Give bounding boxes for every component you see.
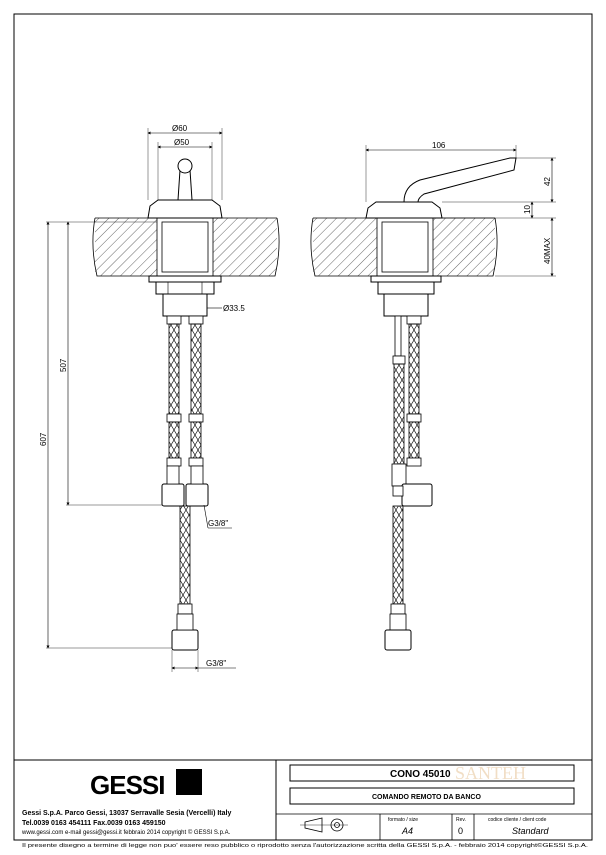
projection-symbol-icon (300, 817, 348, 833)
client-code-label: codice cliente / client code (488, 817, 547, 823)
dim-thread-lower: G3/8" (206, 659, 226, 668)
format-label: formato / size (388, 817, 418, 823)
watermark-text: SANTEH (455, 763, 526, 783)
side-view: 106 42 10 40MAX (310, 141, 556, 651)
format-value: A4 (401, 826, 413, 836)
side-base-flange (365, 201, 443, 219)
dim-lever-length: 106 (432, 141, 446, 150)
front-deck-right (213, 218, 277, 276)
rev-value: 0 (458, 826, 463, 836)
gessi-logo: GESSI (90, 769, 202, 800)
side-lower-hose (392, 505, 404, 605)
product-name: CONO 45010 (390, 769, 451, 780)
front-base-flange (147, 199, 223, 219)
company-web: www.gessi.com e-mail gessi@gessi.it febb… (21, 829, 231, 836)
company-contacts: Tel.0039 0163 454111 Fax.0039 0163 45915… (22, 820, 166, 827)
side-deck-right (433, 218, 495, 276)
client-code-value: Standard (512, 826, 550, 836)
dim-dia-50: Ø50 (174, 138, 190, 147)
front-lower-nut (171, 629, 199, 651)
brand-logo-text: GESSI (90, 770, 164, 800)
front-deck-left (95, 218, 157, 276)
company-address: Gessi S.p.A. Parco Gessi, 13037 Serraval… (22, 810, 231, 817)
dim-handle-height: 42 (543, 177, 552, 186)
side-lower-nut (384, 629, 412, 651)
legal-footer-note: Il presente disegno a termine di legge n… (22, 842, 588, 849)
front-lower-hose (179, 505, 191, 605)
dim-dia-60: Ø60 (172, 124, 188, 133)
front-hose-right (188, 315, 204, 467)
dim-deck-thickness: 40MAX (543, 237, 552, 264)
dim-height-607: 607 (39, 432, 48, 446)
dim-thread-upper: G3/8" (208, 519, 228, 528)
side-hose-left (393, 363, 405, 465)
dim-base-height: 10 (523, 205, 532, 214)
side-deck-left (313, 218, 377, 276)
title-block: GESSI Gessi S.p.A. Parco Gessi, 13037 Se… (14, 759, 592, 849)
dim-dia-33-5: Ø33.5 (223, 304, 245, 313)
side-lever (403, 157, 517, 203)
rev-label: Rev. (456, 817, 466, 823)
front-hose-left (166, 315, 182, 467)
product-description: COMANDO REMOTO DA BANCO (372, 794, 481, 801)
sheet-border (13, 13, 593, 841)
side-hose-right (408, 323, 420, 415)
front-view: Ø60 Ø50 Ø33.5 507 607 G3/8" G3/8" (39, 124, 280, 672)
dim-height-507: 507 (59, 358, 68, 372)
